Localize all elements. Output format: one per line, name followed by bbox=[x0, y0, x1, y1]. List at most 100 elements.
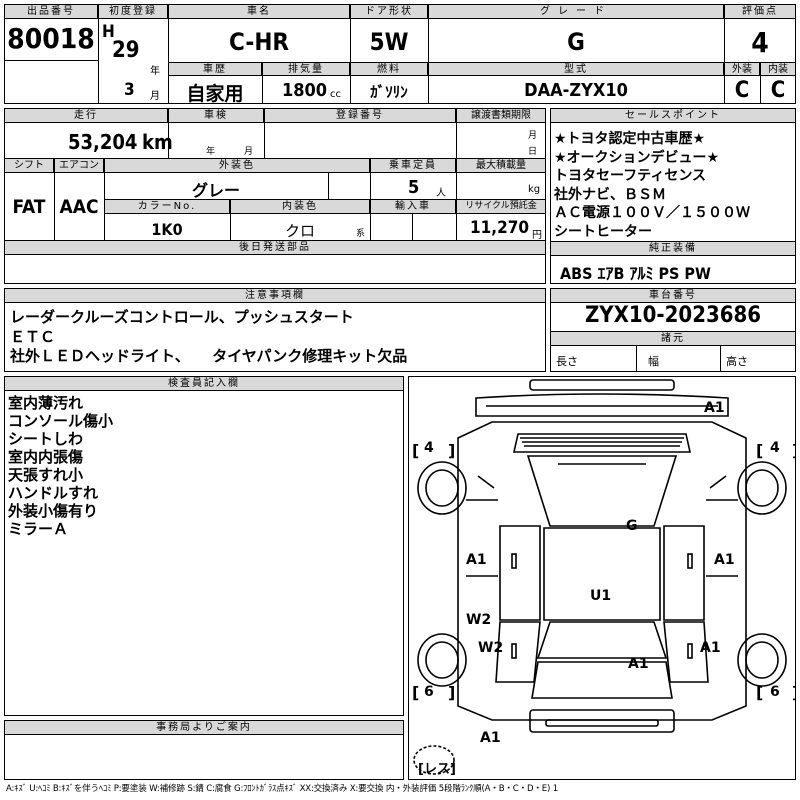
first-reg-year: 29 bbox=[112, 38, 140, 63]
lot-no: 80018 bbox=[7, 22, 95, 55]
door-label: ドア形状 bbox=[350, 4, 428, 19]
type-label: 型式 bbox=[428, 62, 724, 76]
era: H bbox=[102, 22, 115, 42]
ac: AAC bbox=[59, 196, 99, 218]
first-reg-month: 3 bbox=[124, 80, 135, 100]
mileage-label: 走行 bbox=[4, 108, 168, 123]
specs-label: 諸元 bbox=[550, 331, 796, 346]
mark-front-bumper: A1 bbox=[704, 400, 725, 416]
fuel-label: 燃料 bbox=[350, 62, 428, 76]
interior-label: 内装 bbox=[760, 62, 796, 76]
type: DAA-ZYX10 bbox=[524, 80, 628, 101]
import-label: 輸入車 bbox=[370, 199, 456, 214]
sales-point-line: 社外ナビ、ＢＳＭ bbox=[554, 186, 666, 203]
inspector-line: 室内内張傷 bbox=[8, 448, 84, 466]
color-label: 外装色 bbox=[104, 158, 370, 173]
specs-length: 長さ bbox=[556, 355, 578, 368]
first-reg-label: 初度登録 bbox=[98, 4, 168, 19]
later-parts-label: 後日発送部品 bbox=[4, 240, 546, 255]
equipment: ABS ｴｱB ｱﾙﾐ PS PW bbox=[560, 264, 711, 283]
recycle-label: リサイクル預託金 bbox=[456, 199, 546, 214]
displacement-label: 排気量 bbox=[262, 62, 350, 76]
car-diagram: [] [] [] [] bbox=[412, 379, 796, 775]
exterior-score: C bbox=[734, 78, 750, 103]
lot-no-label: 出品番号 bbox=[4, 4, 98, 19]
note-line: レーダークルーズコントロール、プッシュスタート bbox=[10, 308, 354, 326]
month-unit: 月 bbox=[150, 91, 160, 102]
color: グレー bbox=[191, 181, 240, 200]
shift: FAT bbox=[12, 196, 46, 218]
header-block bbox=[4, 4, 796, 104]
shift-label: シフト bbox=[4, 158, 54, 173]
equipment-label: 純正装備 bbox=[550, 241, 796, 256]
svg-text:[: [ bbox=[756, 441, 763, 460]
score-label: 評価点 bbox=[724, 4, 796, 19]
note-line: ＥＴＣ bbox=[10, 327, 56, 346]
specs-height: 高さ bbox=[726, 355, 748, 368]
inspector-list: 室内薄汚れ コンソール傷小 シートしわ 室内内張傷 天張すれ小 ハンドルすれ 外… bbox=[8, 394, 113, 538]
notes-label: 注意事項欄 bbox=[4, 288, 546, 303]
recycle-unit: 円 bbox=[532, 230, 542, 241]
mark-right-fender: A1 bbox=[714, 552, 735, 568]
capacity: 5 bbox=[408, 177, 420, 198]
int-color: クロ bbox=[284, 222, 315, 240]
model-label: 車名 bbox=[168, 4, 350, 19]
inspection-month-unit: 月 bbox=[244, 147, 254, 157]
grade: G bbox=[567, 28, 585, 56]
int-color-unit: 系 bbox=[356, 229, 366, 239]
tire-front-right: 4 bbox=[770, 440, 780, 456]
inspector-line: 室内薄汚れ bbox=[8, 394, 84, 412]
displacement-unit: cc bbox=[330, 89, 341, 100]
door: 5W bbox=[369, 28, 409, 56]
color-no-label: カラーNo. bbox=[104, 199, 230, 214]
displacement: 1800 bbox=[282, 80, 328, 101]
transfer-label: 譲渡書類期限 bbox=[456, 108, 546, 123]
tire-rear-right: 6 bbox=[770, 684, 780, 700]
recycle: 11,270 bbox=[470, 218, 530, 238]
transfer-month-unit: 月 bbox=[528, 131, 538, 141]
mark-left-front-door: W2 bbox=[466, 612, 492, 628]
svg-text:]: ] bbox=[448, 441, 455, 460]
history-label: 車歴 bbox=[168, 62, 262, 76]
mark-left-rear-door: W2 bbox=[478, 640, 504, 656]
inspector-line: コンソール傷小 bbox=[8, 412, 114, 430]
inspector-box bbox=[4, 376, 404, 716]
mark-left-fender: A1 bbox=[466, 552, 487, 568]
inspector-line: ミラーＡ bbox=[8, 520, 69, 538]
inspector-label: 検査員記入欄 bbox=[4, 376, 404, 391]
note-line: 社外ＬＥＤヘッドライト、 タイヤパンク修理キット欠品 bbox=[10, 347, 408, 365]
tire-front-left: 4 bbox=[424, 440, 434, 456]
sales-point-line: シートヒーター bbox=[554, 223, 652, 240]
model: C-HR bbox=[228, 28, 290, 56]
sales-points-list: ★トヨタ認定中古車歴★ ★オークションデビュー★ トヨタセーフティセンス 社外ナ… bbox=[554, 130, 750, 241]
mark-rear-bumper: A1 bbox=[480, 730, 501, 746]
inspection-label: 車検 bbox=[168, 108, 264, 123]
transfer-day-unit: 日 bbox=[528, 147, 538, 157]
inspection-year-unit: 年 bbox=[206, 147, 216, 157]
svg-text:[: [ bbox=[756, 683, 763, 702]
chassis-number: ZYX10-2023686 bbox=[584, 303, 762, 328]
load-unit: kg bbox=[528, 184, 541, 195]
mileage-unit: km bbox=[142, 130, 173, 154]
notes-list: レーダークルーズコントロール、プッシュスタート ＥＴＣ 社外ＬＥＤヘッドライト、… bbox=[10, 308, 407, 367]
inspector-line: 外装小傷有り bbox=[8, 502, 99, 520]
svg-text:]: ] bbox=[792, 683, 796, 702]
ac-label: エアコン bbox=[54, 158, 104, 173]
tire-rear-left: 6 bbox=[424, 684, 434, 700]
office-label: 事務局よりご案内 bbox=[4, 720, 404, 735]
legend: A:ｷｽﾞ U:ﾍｺﾐ B:ｷｽﾞを伴うﾍｺﾐ P:要塗装 W:補修跡 S:錆 … bbox=[6, 784, 558, 794]
sales-point-line: ＡＣ電源１００Ｖ／１５００Ｗ bbox=[554, 205, 750, 221]
mark-trunk: A1 bbox=[628, 656, 649, 672]
inspector-line: 天張すれ小 bbox=[8, 466, 84, 484]
inspector-line: ハンドルすれ bbox=[8, 484, 99, 502]
capacity-unit: 人 bbox=[436, 188, 446, 199]
mark-hood: G bbox=[626, 518, 638, 534]
specs-width: 幅 bbox=[648, 355, 659, 368]
score: 4 bbox=[751, 26, 769, 59]
reg-no-label: 登録番号 bbox=[264, 108, 456, 123]
svg-text:[: [ bbox=[412, 441, 419, 460]
color-no: 1K0 bbox=[151, 220, 183, 239]
interior-score: C bbox=[770, 78, 786, 103]
int-color-label: 内装色 bbox=[230, 199, 370, 214]
history: 自家用 bbox=[186, 83, 244, 105]
